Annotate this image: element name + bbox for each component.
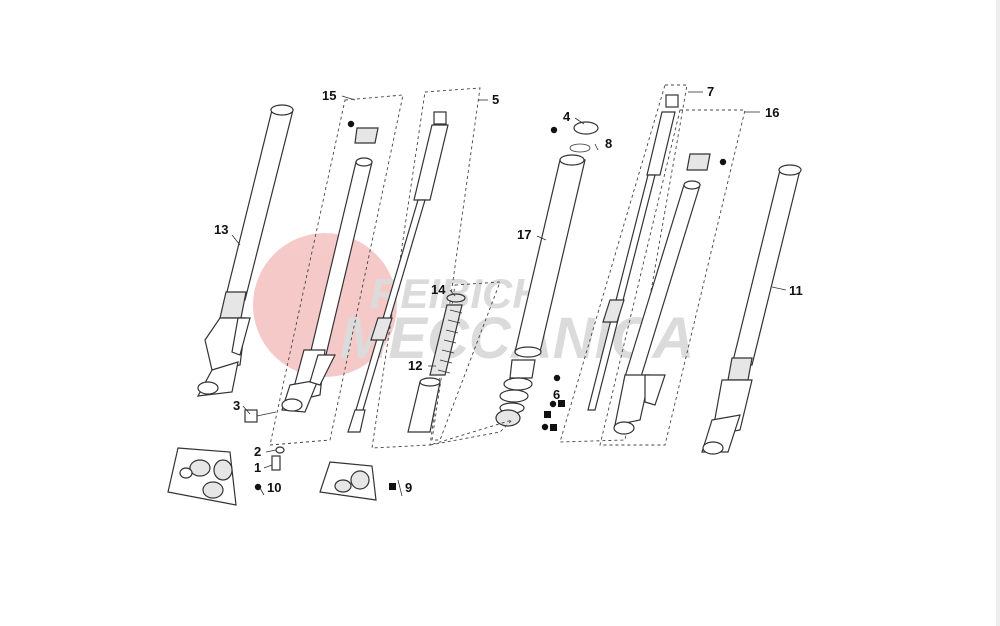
label-15: 15 bbox=[322, 88, 336, 103]
label-3: 3 bbox=[233, 398, 240, 413]
clamp-kit-9 bbox=[319, 461, 377, 501]
right-edge-strip bbox=[996, 0, 1000, 626]
kit-dot-marker bbox=[553, 374, 561, 382]
spring-group bbox=[407, 281, 501, 441]
label-5: 5 bbox=[492, 92, 499, 107]
kit-dot-marker bbox=[549, 400, 557, 408]
label-10: 10 bbox=[267, 480, 281, 495]
hardware-group bbox=[244, 409, 285, 471]
label-16: 16 bbox=[765, 105, 779, 120]
kit-square-marker bbox=[558, 400, 565, 407]
left-inner-tube-group bbox=[269, 94, 404, 446]
label-8: 8 bbox=[605, 136, 612, 151]
kit-dot-marker bbox=[347, 120, 355, 128]
left-fork-assembly bbox=[196, 104, 294, 397]
label-1: 1 bbox=[254, 460, 261, 475]
label-11: 11 bbox=[789, 283, 803, 298]
kit-square-marker bbox=[550, 424, 557, 431]
kit-dot-marker bbox=[541, 423, 549, 431]
label-13: 13 bbox=[214, 222, 228, 237]
clamp-kit-10 bbox=[167, 447, 237, 506]
label-9: 9 bbox=[405, 480, 412, 495]
leader-lines bbox=[231, 91, 787, 497]
kit-dot-marker bbox=[719, 158, 727, 166]
kit-square-marker bbox=[544, 411, 551, 418]
kit-dot-marker bbox=[550, 126, 558, 134]
callout-labels: 1 2 3 4 5 6 7 8 9 10 11 12 13 14 15 16 1… bbox=[214, 84, 803, 495]
label-4: 4 bbox=[563, 109, 571, 124]
kit-dot-marker bbox=[254, 483, 262, 491]
label-17: 17 bbox=[517, 227, 531, 242]
label-14: 14 bbox=[431, 282, 446, 297]
label-2: 2 bbox=[254, 444, 261, 459]
kit-square-marker bbox=[389, 483, 396, 490]
label-7: 7 bbox=[707, 84, 714, 99]
kit-markers bbox=[254, 120, 727, 491]
right-cartridge-group bbox=[559, 84, 688, 443]
center-tube-group bbox=[429, 121, 599, 446]
label-6: 6 bbox=[553, 387, 560, 402]
right-fork-assembly bbox=[701, 164, 802, 455]
right-inner-tube-group bbox=[599, 109, 746, 446]
label-12: 12 bbox=[408, 358, 422, 373]
